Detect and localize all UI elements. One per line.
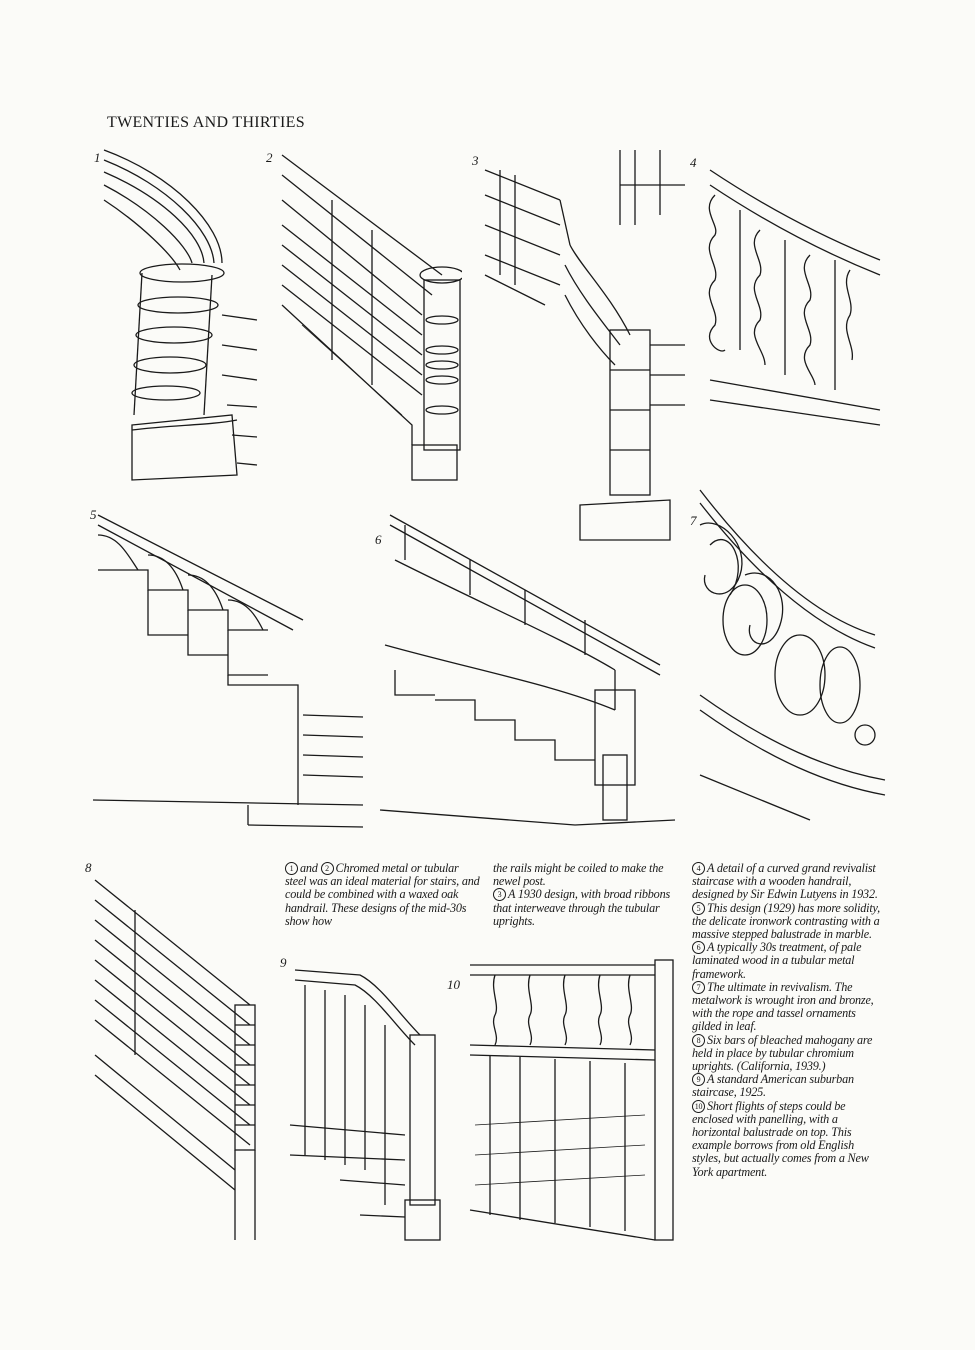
circled-number: 5 bbox=[692, 901, 705, 915]
circled-number: 10 bbox=[692, 1099, 705, 1113]
caption-text: A standard American suburban staircase, … bbox=[692, 1072, 854, 1100]
caption-continuation: the rails might be coiled to make the ne… bbox=[493, 861, 664, 889]
figure-4-drawing bbox=[708, 169, 881, 426]
figure-8-mahogany-bar-staircase: 8 bbox=[85, 860, 270, 1245]
figure-number: 8 bbox=[85, 860, 92, 875]
figure-number: 3 bbox=[472, 153, 479, 168]
figure-8-drawing bbox=[94, 879, 256, 1240]
caption-text: This design (1929) has more solidity, th… bbox=[692, 900, 880, 942]
caption-text: A detail of a curved grand revivalist st… bbox=[692, 861, 878, 902]
figure-10-drawing bbox=[469, 959, 674, 1241]
figure-number: 10 bbox=[447, 977, 460, 992]
circled-number: 2 bbox=[320, 862, 334, 875]
figure-4-lutyens-staircase: 4 bbox=[690, 150, 890, 430]
figure-3-ribbon-rail-staircase: 3 bbox=[470, 145, 690, 565]
figure-number: 6 bbox=[375, 532, 382, 547]
figure-3-drawing bbox=[484, 150, 685, 541]
caption-conjunction: and bbox=[300, 861, 318, 875]
figure-5-marble-staircase: 5 bbox=[88, 505, 368, 830]
figure-5-drawing bbox=[92, 514, 364, 828]
circled-number: 3 bbox=[493, 888, 506, 902]
figure-number: 9 bbox=[280, 955, 287, 970]
figure-2-drawing bbox=[281, 154, 462, 481]
figure-9-suburban-staircase: 9 bbox=[280, 955, 460, 1245]
figure-7-wrought-iron-staircase: 7 bbox=[690, 485, 890, 830]
circled-number: 8 bbox=[692, 1033, 705, 1047]
caption-text: The ultimate in revivalism. The metalwor… bbox=[692, 979, 874, 1034]
caption-text: Chromed metal or tubular steel was an id… bbox=[285, 861, 480, 928]
figure-number: 1 bbox=[94, 150, 101, 165]
figure-1-drawing bbox=[103, 149, 258, 481]
page-heading: TWENTIES AND THIRTIES bbox=[107, 114, 305, 131]
circled-number: 6 bbox=[692, 941, 705, 955]
figure-9-drawing bbox=[289, 969, 441, 1241]
caption-column-2: the rails might be coiled to make the ne… bbox=[493, 861, 673, 928]
figure-1-coiled-rail-staircase: 1 bbox=[92, 145, 262, 495]
figure-number: 7 bbox=[690, 513, 697, 528]
caption-text: Six bars of bleached mahogany are held i… bbox=[692, 1032, 873, 1074]
circled-number: 7 bbox=[692, 980, 705, 994]
figure-6-laminated-wood-staircase: 6 bbox=[375, 510, 680, 835]
circled-number: 4 bbox=[692, 862, 705, 875]
figure-6-drawing bbox=[379, 514, 676, 826]
figure-2-tubular-newel-staircase: 2 bbox=[262, 145, 462, 495]
caption-text: Short flights of steps could be enclosed… bbox=[692, 1098, 869, 1179]
figure-number: 5 bbox=[90, 507, 97, 522]
figure-7-drawing bbox=[699, 489, 886, 821]
figure-10-panelled-staircase: 10 bbox=[445, 955, 680, 1245]
circled-number: 9 bbox=[692, 1073, 705, 1087]
figure-number: 2 bbox=[266, 150, 273, 165]
figure-number: 4 bbox=[690, 155, 697, 170]
caption-text: A typically 30s treatment, of pale lamin… bbox=[692, 940, 862, 981]
circled-number: 1 bbox=[285, 862, 298, 875]
caption-text: A 1930 design, with broad ribbons that i… bbox=[493, 887, 671, 928]
